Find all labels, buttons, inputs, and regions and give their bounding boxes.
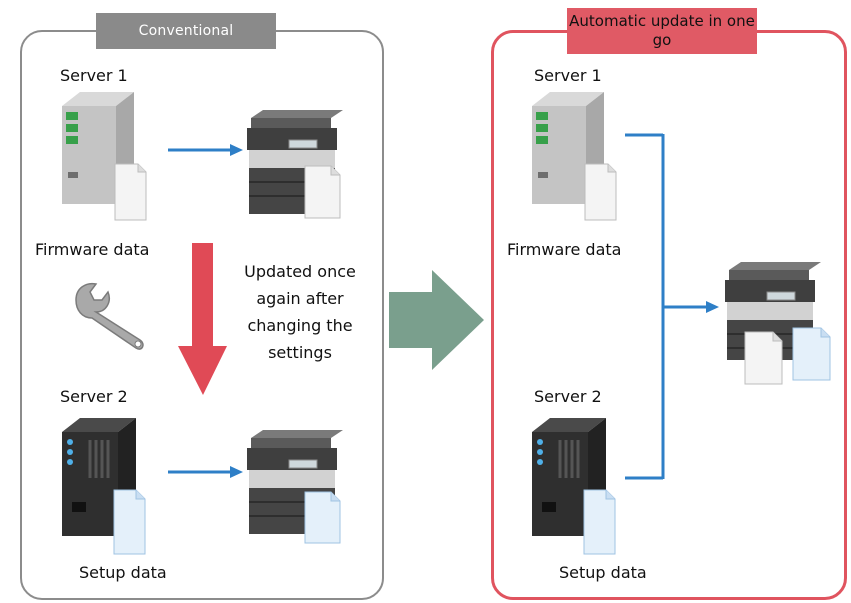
right-server2-label: Server 2 <box>534 387 602 406</box>
flow-arrow-server2-to-printer <box>168 466 243 478</box>
left-firmware-data-label: Firmware data <box>35 240 150 259</box>
flow-bracket-to-printer <box>625 133 719 480</box>
server-dark-icon <box>532 418 616 555</box>
server-light-icon <box>62 92 147 221</box>
printer-icon <box>247 430 343 544</box>
right-server1-label: Server 1 <box>534 66 602 85</box>
wrench-icon <box>75 282 144 350</box>
printer-icon <box>247 110 343 219</box>
update-down-arrow <box>178 243 227 395</box>
automatic-update-title: Automatic update in one go <box>567 8 757 54</box>
update-note: Updated once again after changing the se… <box>244 262 356 362</box>
left-server2-label: Server 2 <box>60 387 128 406</box>
server-light-icon <box>532 92 617 221</box>
left-server1-label: Server 1 <box>60 66 128 85</box>
conventional-title: Conventional <box>96 13 276 49</box>
server-dark-icon <box>62 418 146 555</box>
transition-arrow <box>389 270 484 370</box>
right-setup-data-label: Setup data <box>559 563 647 582</box>
flow-arrow-server1-to-printer <box>168 144 243 156</box>
printer-icon <box>725 262 831 385</box>
left-setup-data-label: Setup data <box>79 563 167 582</box>
right-firmware-data-label: Firmware data <box>507 240 622 259</box>
